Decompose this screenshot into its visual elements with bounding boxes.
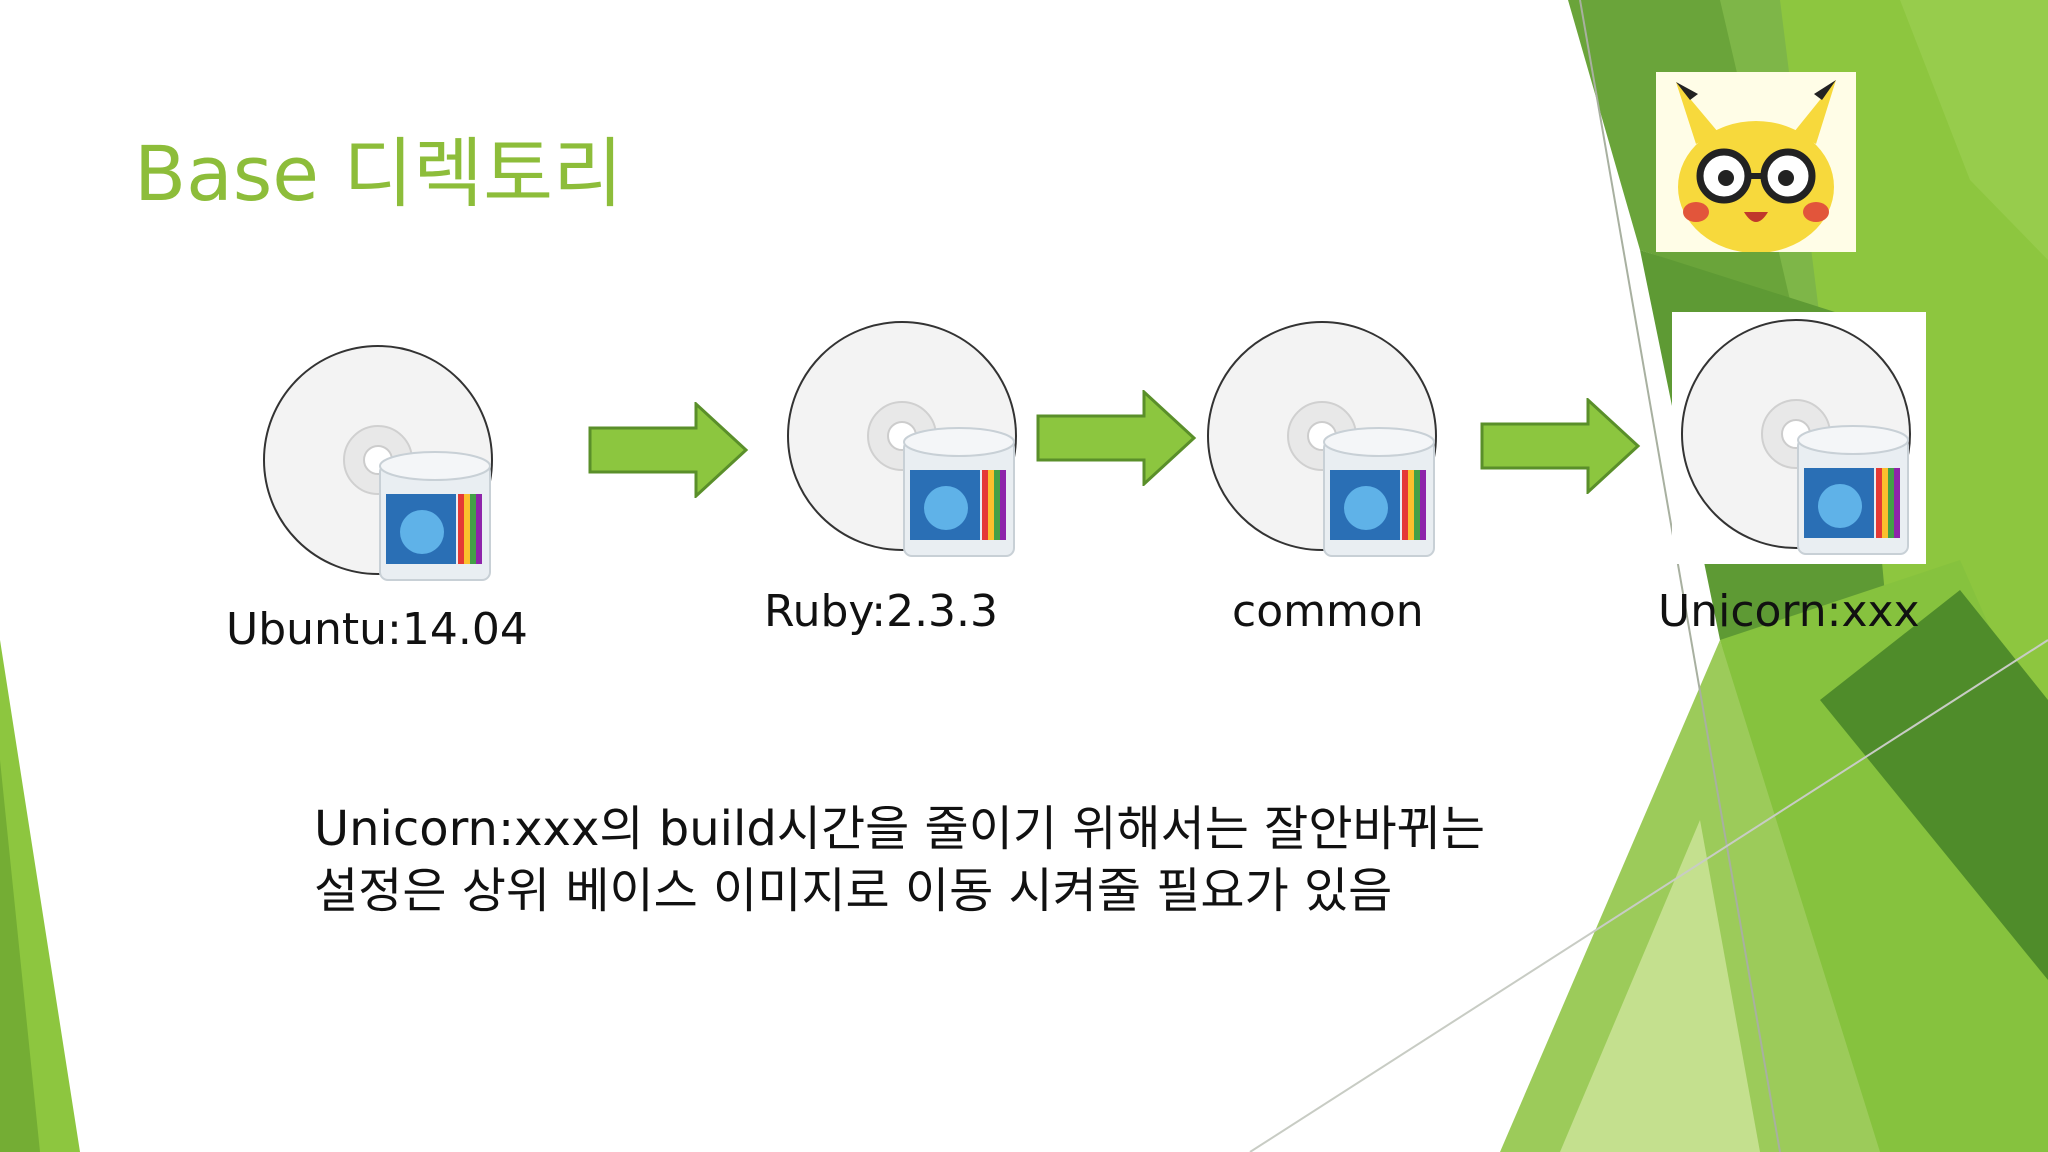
stage-label: Ruby:2.3.3 bbox=[764, 586, 999, 637]
stage-ruby bbox=[786, 320, 1026, 560]
right-arrow-icon bbox=[588, 402, 749, 498]
stage-label: common bbox=[1232, 586, 1424, 637]
note-line-2: 설정은 상위 베이스 이미지로 이동 시켜줄 필요가 있음 bbox=[314, 863, 1393, 919]
stage-label: Unicorn:xxx bbox=[1658, 586, 1920, 637]
note-line-1: Unicorn:xxx의 build시간을 줄이기 위해서는 잘안바뀌는 bbox=[314, 801, 1485, 857]
note-text: Unicorn:xxx의 build시간을 줄이기 위해서는 잘안바뀌는 설정은… bbox=[314, 798, 1485, 922]
cd-disc-icon bbox=[1207, 321, 1437, 557]
mascot-image bbox=[1656, 72, 1856, 253]
cd-disc-icon bbox=[1681, 319, 1911, 555]
pikachu-with-glasses-icon bbox=[1676, 80, 1836, 253]
stage-common bbox=[1206, 320, 1446, 560]
right-arrow-icon bbox=[1480, 398, 1641, 494]
right-arrow-icon bbox=[1036, 390, 1197, 486]
stage-label: Ubuntu:14.04 bbox=[226, 604, 528, 655]
slide-title: Base 디렉토리 bbox=[134, 129, 623, 218]
cd-disc-icon bbox=[787, 321, 1017, 557]
stage-unicorn bbox=[1672, 312, 1926, 564]
cd-disc-icon bbox=[263, 345, 493, 581]
stage-ubuntu bbox=[262, 344, 502, 584]
